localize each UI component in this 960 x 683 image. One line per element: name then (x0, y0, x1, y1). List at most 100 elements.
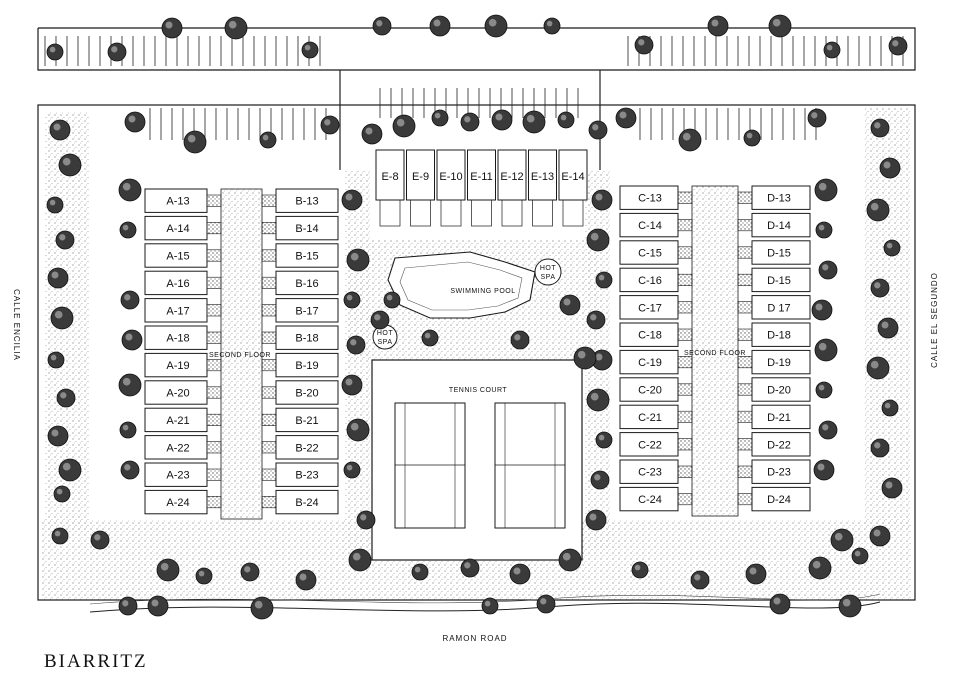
unit-label: D-20 (767, 385, 791, 397)
unit-label: B-22 (295, 442, 318, 454)
tree (224, 16, 248, 40)
tree (372, 16, 392, 36)
tree-highlight (376, 20, 383, 27)
tree-highlight (817, 463, 825, 471)
unit-c-14: C-14 (619, 212, 693, 238)
tree (343, 291, 361, 309)
tree-highlight (634, 564, 641, 571)
tree-highlight (434, 112, 441, 119)
swimming-pool-area: SWIMMING POOL HOT SPA HOT SPA (372, 251, 562, 350)
unit-d-18: D-18 (737, 322, 811, 347)
unit-label: C-15 (638, 248, 662, 260)
tree (361, 123, 383, 145)
tree (877, 317, 899, 339)
unit-label: B-18 (295, 333, 318, 345)
tree-highlight (53, 123, 61, 131)
tree (823, 41, 841, 59)
tree (295, 569, 317, 591)
unit-label: A-13 (166, 196, 189, 208)
tree-highlight (598, 274, 605, 281)
unit-d-19: D-19 (737, 349, 811, 375)
unit-label: D-15 (767, 248, 791, 260)
unit-d-17: D 17 (737, 295, 811, 320)
tree-highlight (396, 118, 405, 127)
spa-top-label-1: HOT (540, 265, 557, 272)
unit-label: B-23 (295, 470, 318, 482)
tree-highlight (773, 597, 781, 605)
tree-highlight (746, 132, 753, 139)
unit-d-21: D-21 (737, 404, 811, 430)
unit-c-21: C-21 (619, 404, 693, 430)
unit-a-23: A-23 (144, 462, 222, 487)
tree-highlight (812, 560, 821, 569)
tree-highlight (51, 271, 59, 279)
tree-highlight (488, 18, 497, 27)
unit-label: C-22 (638, 439, 662, 451)
tree-highlight (151, 599, 159, 607)
tree-highlight (386, 294, 393, 301)
tree (491, 109, 513, 131)
unit-label: A-15 (166, 251, 189, 263)
tree-highlight (122, 182, 131, 191)
tree (881, 399, 899, 417)
tree-highlight (128, 115, 136, 123)
tree (346, 335, 366, 355)
tree-highlight (54, 310, 63, 319)
unit-label: C-18 (638, 330, 662, 342)
tree (46, 43, 64, 61)
tree-highlight (513, 567, 521, 575)
unit-label: A-17 (166, 305, 189, 317)
tree-highlight (811, 112, 818, 119)
unit-label: E-12 (500, 171, 523, 183)
tree (818, 260, 838, 280)
tree (58, 458, 82, 482)
tree (118, 596, 138, 616)
tree (370, 310, 390, 330)
tree-highlight (111, 46, 118, 53)
tree-highlight (598, 434, 605, 441)
unit-label: D-18 (767, 330, 791, 342)
tree-highlight (160, 562, 169, 571)
unit-d-23: D-23 (737, 459, 811, 484)
unit-d-24: D-24 (737, 486, 811, 512)
unit-label: E-14 (561, 171, 584, 183)
unit-d-15: D-15 (737, 267, 811, 293)
unit-label: C-21 (638, 412, 662, 424)
tree (431, 109, 449, 127)
tree-highlight (484, 600, 491, 607)
tree-highlight (619, 111, 627, 119)
unit-label: C-16 (638, 275, 662, 287)
tree-highlight (464, 116, 471, 123)
tree-highlight (870, 202, 879, 211)
unit-a-21: A-21 (144, 407, 222, 433)
unit-b-19: B-19 (261, 352, 339, 378)
tree (557, 111, 575, 129)
unit-e-11: E-11 (467, 149, 496, 227)
unit-label: E-13 (531, 171, 554, 183)
tree (870, 438, 890, 458)
tree-highlight (350, 422, 359, 431)
unit-label: C-24 (638, 494, 662, 506)
tree-highlight (122, 600, 129, 607)
tree (815, 381, 833, 399)
tree-highlight (594, 474, 601, 481)
unit-b-20: B-20 (261, 380, 339, 405)
tree-highlight (694, 574, 701, 581)
tree-highlight (122, 224, 129, 231)
tree-highlight (834, 532, 843, 541)
tree (147, 595, 169, 617)
unit-e-12: E-12 (497, 149, 527, 227)
tree (58, 153, 82, 177)
tree-highlight (365, 127, 373, 135)
tree (870, 278, 890, 298)
tree (195, 567, 213, 585)
tree-highlight (62, 462, 71, 471)
tree (250, 596, 274, 620)
tree (869, 525, 891, 547)
tree (830, 528, 854, 552)
trees (46, 14, 908, 620)
unit-label: A-19 (166, 360, 189, 372)
unit-a-22: A-22 (144, 435, 222, 460)
tree (615, 107, 637, 129)
tree-highlight (374, 314, 381, 321)
